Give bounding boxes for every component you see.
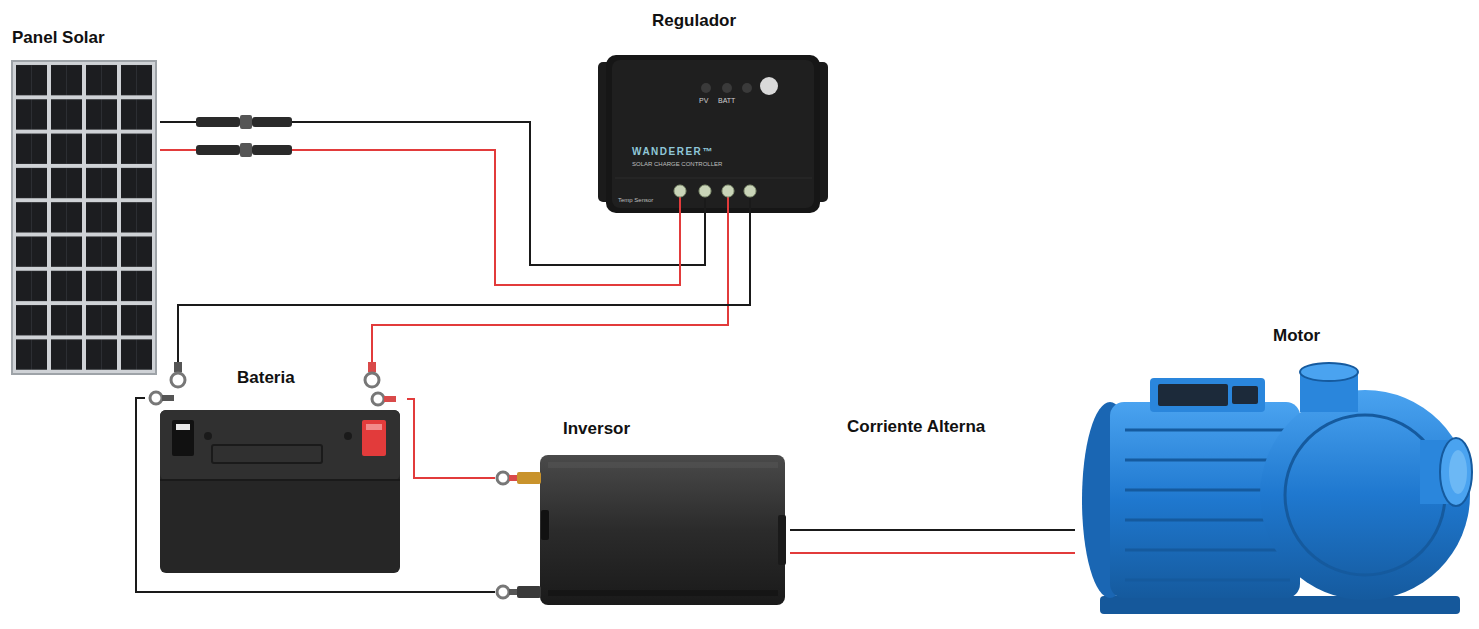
battery: Bateria — [145, 362, 407, 577]
component-label: Bateria — [235, 368, 297, 388]
charge-controller-picture — [598, 55, 828, 213]
inverter: Inversor — [495, 415, 790, 610]
connection-label: Corriente Alterna — [845, 418, 987, 437]
wire-connector — [178, 213, 750, 362]
component-label: Motor — [1271, 326, 1322, 346]
device-caption: SOLAR CHARGE CONTROLLER — [632, 161, 722, 168]
indicator-label: BATT — [718, 97, 735, 105]
indicator-label: PV — [699, 97, 708, 105]
component-label: Inversor — [561, 419, 632, 439]
wire-connector — [407, 399, 495, 478]
battery-picture — [150, 362, 400, 573]
component-label: Panel Solar — [10, 28, 107, 48]
wire-connector — [790, 552, 1075, 554]
wire-connector — [372, 213, 728, 362]
inverter-picture — [497, 455, 786, 605]
brand-name: WANDERER™ — [632, 146, 714, 157]
mc4-connectors — [196, 115, 292, 157]
component-label: Regulador — [650, 11, 738, 31]
wire-connector — [790, 529, 1075, 531]
wire-connector — [136, 398, 495, 592]
charge-controller: Regulador — [598, 5, 830, 213]
terminal-label: Temp Sensor — [618, 197, 653, 204]
solar-panel: Panel Solar — [10, 22, 160, 374]
solar-panel-picture — [12, 61, 156, 374]
pump-motor-picture — [1082, 363, 1472, 614]
pump-motor: Motor — [1075, 322, 1475, 622]
